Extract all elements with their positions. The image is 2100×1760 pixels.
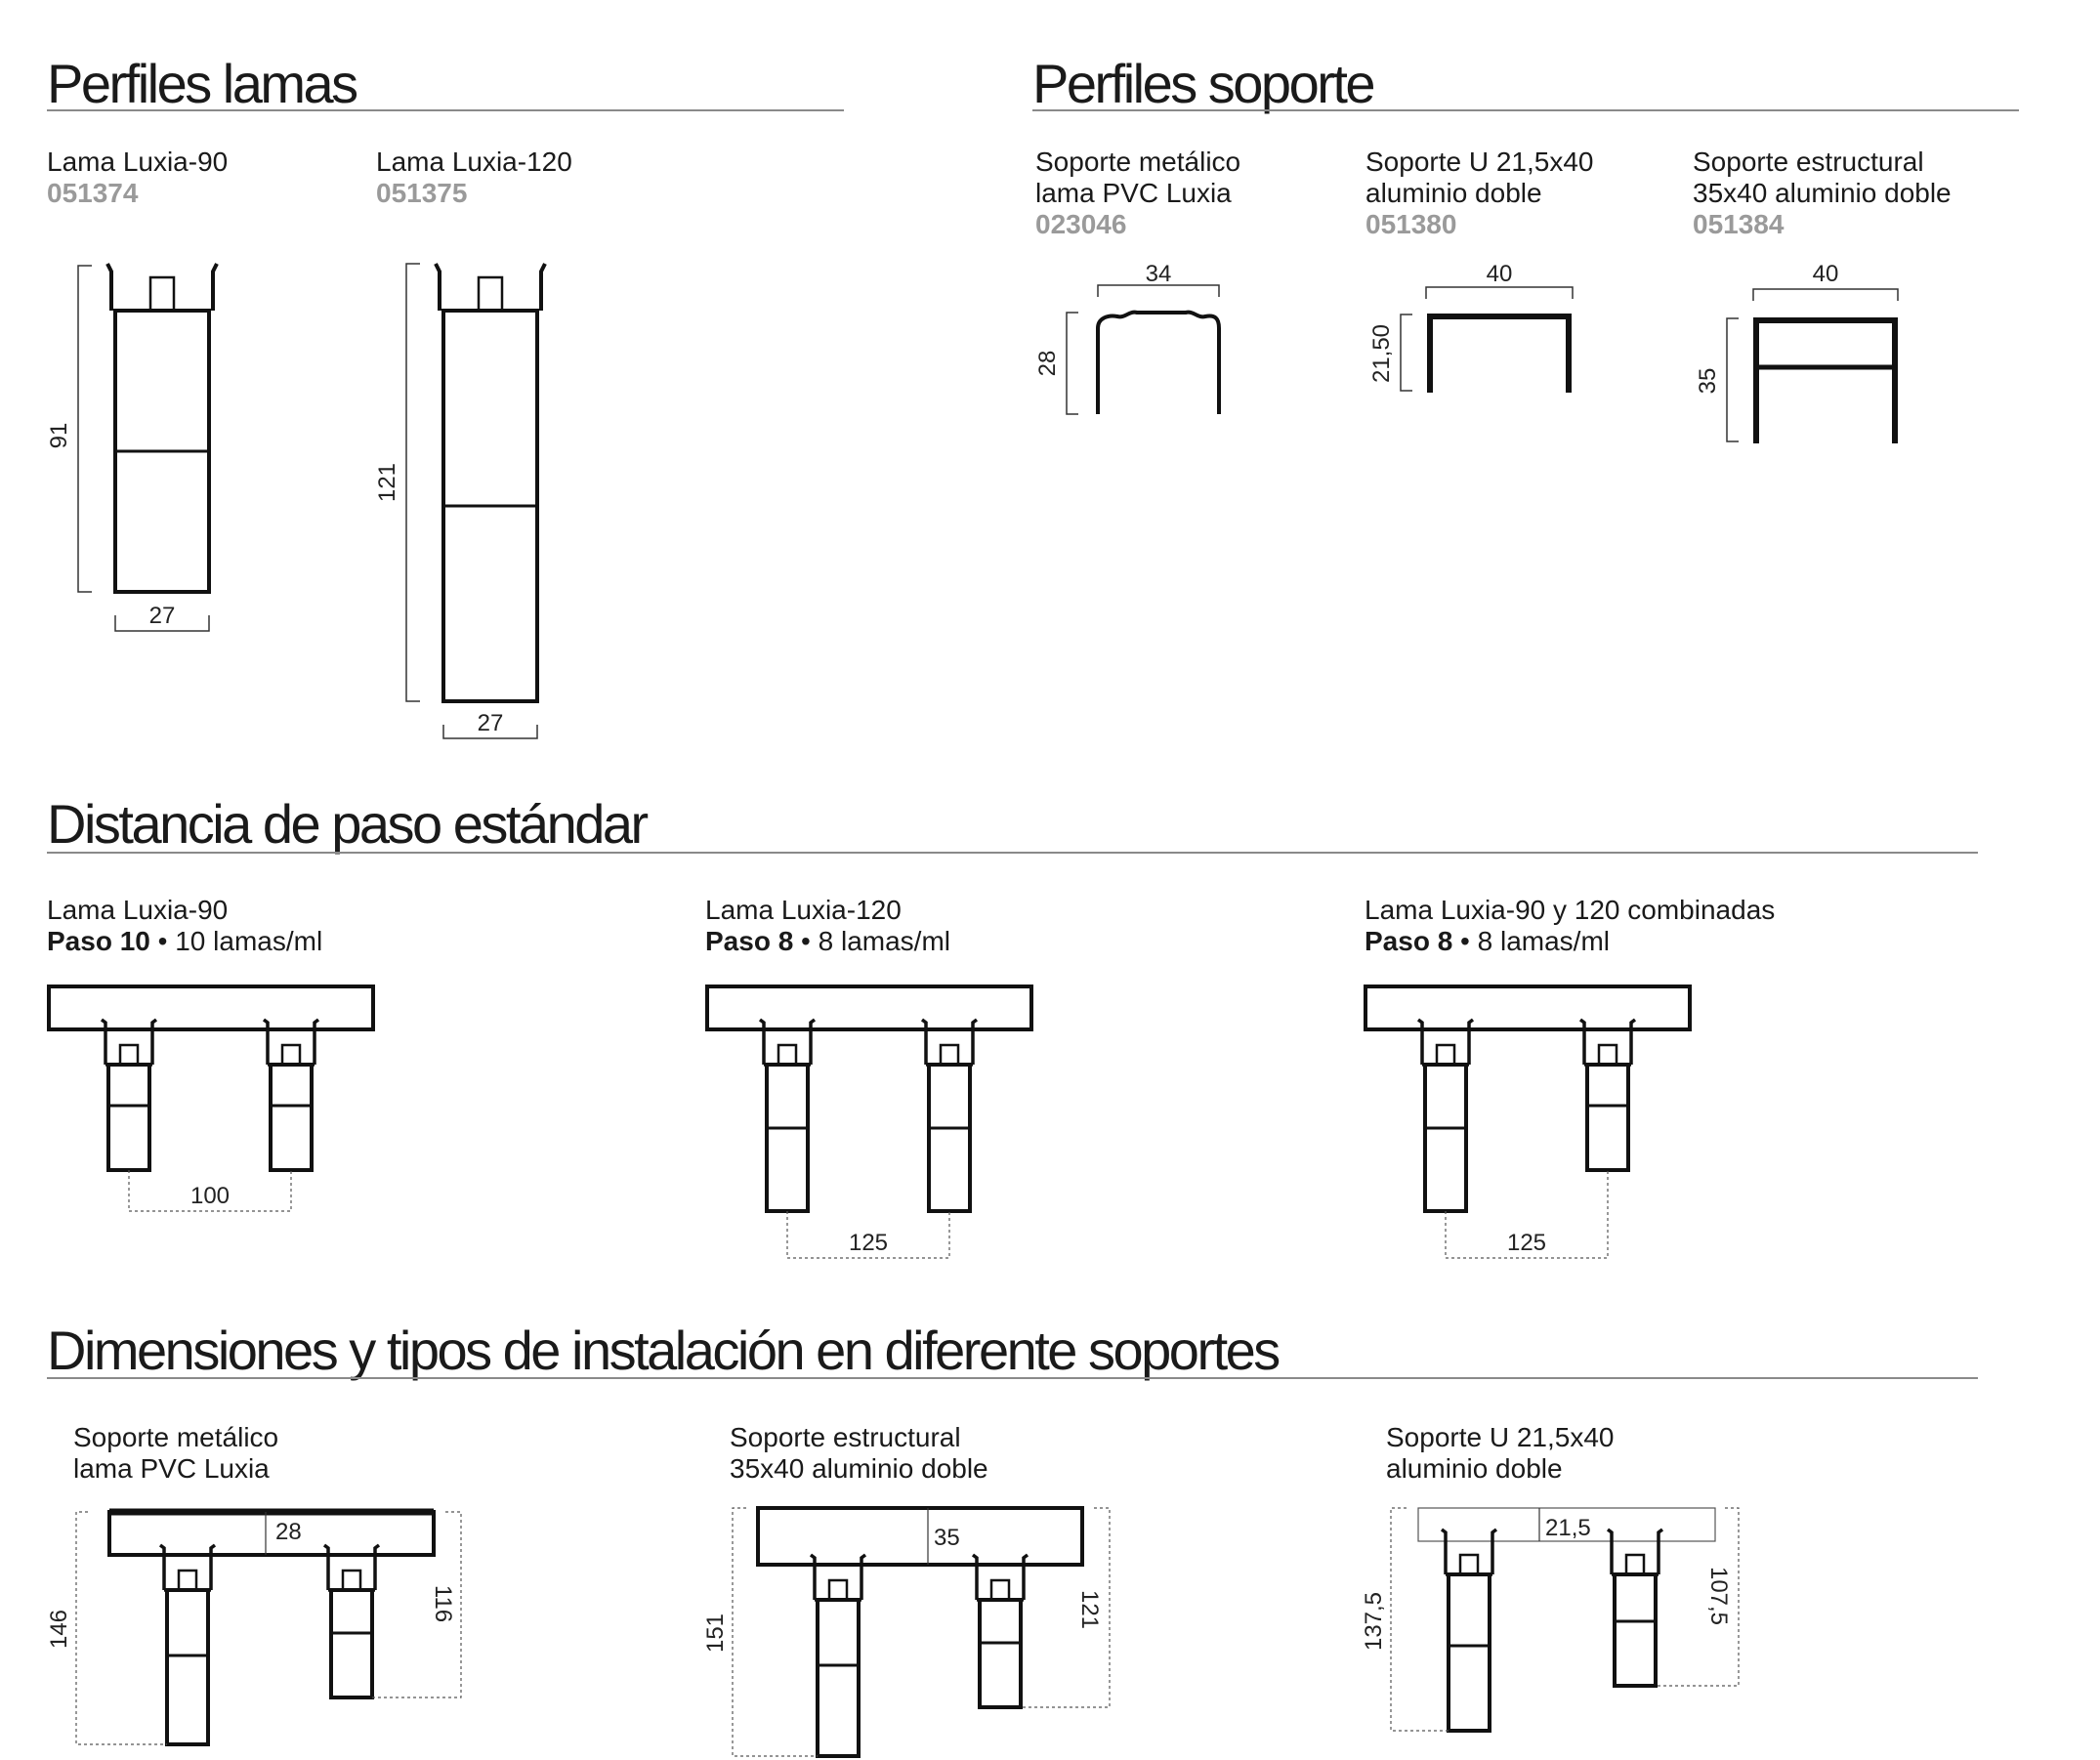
soporte-estructural-height-label: 35 <box>1695 368 1721 395</box>
paso-combo-value: Paso 8 • 8 lamas/ml <box>1365 926 1610 957</box>
paso-120-step: Paso 8 <box>705 926 794 956</box>
dim-metalico-drawing <box>75 1508 462 1746</box>
dim-metalico-left-label: 146 <box>46 1610 72 1649</box>
soporte-u-profile <box>1400 286 1574 393</box>
soporte-estructural-code: 051384 <box>1693 209 1785 239</box>
section-rule <box>1032 109 2019 111</box>
soporte-u-line2: aluminio doble <box>1365 178 1542 208</box>
soporte-metalico-height-label: 28 <box>1034 351 1061 377</box>
lama-90-profile <box>77 263 219 632</box>
section-rule <box>47 109 844 111</box>
paso-combo-drawing <box>1364 985 1692 1259</box>
lama-90-code: 051374 <box>47 178 139 208</box>
soporte-metalico-line2: lama PVC Luxia <box>1035 178 1232 208</box>
dim-u-drawing <box>1390 1507 1740 1733</box>
section-title-distancia-paso: Distancia de paso estándar <box>47 793 649 855</box>
dim-estructural-support-label: 35 <box>934 1525 960 1551</box>
dim-estructural-line1: Soporte estructural <box>730 1422 961 1452</box>
dim-u-support-label: 21,5 <box>1545 1515 1591 1541</box>
paso-90-value: Paso 10 • 10 lamas/ml <box>47 926 322 957</box>
soporte-metalico-width-label: 34 <box>1146 261 1172 287</box>
paso-90-spacing-label: 100 <box>190 1183 230 1209</box>
soporte-estructural-profile <box>1726 288 1899 443</box>
lama-120-width-label: 27 <box>478 710 504 736</box>
paso-combo-name: Lama Luxia-90 y 120 combinadas <box>1365 895 1776 925</box>
soporte-estructural-line1: Soporte estructural <box>1693 147 1924 177</box>
lama-90-name: Lama Luxia-90 <box>47 147 229 177</box>
section-title-perfiles-soporte: Perfiles soporte <box>1032 53 1376 114</box>
lama-90-width-label: 27 <box>149 603 176 629</box>
dim-metalico-right-label: 116 <box>430 1585 456 1622</box>
lama-120-profile <box>405 263 547 739</box>
dim-u-left-label: 137,5 <box>1361 1592 1387 1651</box>
paso-120-drawing <box>705 985 1033 1259</box>
section-title-dimensiones: Dimensiones y tipos de instalación en di… <box>47 1320 1281 1381</box>
paso-combo-step: Paso 8 <box>1365 926 1453 956</box>
dim-estructural-drawing <box>732 1506 1111 1758</box>
paso-120-rest: • 8 lamas/ml <box>793 926 951 956</box>
soporte-u-line1: Soporte U 21,5x40 <box>1365 147 1594 177</box>
paso-combo-rest: • 8 lamas/ml <box>1452 926 1611 956</box>
paso-90-name: Lama Luxia-90 <box>47 895 229 925</box>
soporte-metalico-code: 023046 <box>1035 209 1127 239</box>
dim-u-right-label: 107,5 <box>1705 1567 1732 1625</box>
section-rule <box>47 1377 1978 1379</box>
dim-metalico-support-label: 28 <box>275 1519 302 1545</box>
dim-u-line2: aluminio doble <box>1386 1453 1563 1484</box>
soporte-metalico-line1: Soporte metálico <box>1035 147 1241 177</box>
paso-120-spacing-label: 125 <box>849 1230 888 1256</box>
paso-120-value: Paso 8 • 8 lamas/ml <box>705 926 950 957</box>
dim-estructural-left-label: 151 <box>702 1613 729 1653</box>
lama-120-name: Lama Luxia-120 <box>376 147 572 177</box>
soporte-u-height-label: 21,50 <box>1368 324 1395 383</box>
section-title-perfiles-lamas: Perfiles lamas <box>47 53 358 114</box>
lama-120-height-label: 121 <box>374 463 400 502</box>
dim-estructural-right-label: 121 <box>1076 1590 1103 1629</box>
paso-90-rest: • 10 lamas/ml <box>149 926 323 956</box>
paso-90-step: Paso 10 <box>47 926 150 956</box>
paso-90-drawing <box>47 985 375 1212</box>
section-rule <box>47 852 1978 854</box>
soporte-u-code: 051380 <box>1365 209 1457 239</box>
lama-120-code: 051375 <box>376 178 468 208</box>
dim-metalico-line2: lama PVC Luxia <box>73 1453 270 1484</box>
soporte-estructural-width-label: 40 <box>1813 261 1839 287</box>
dim-u-line1: Soporte U 21,5x40 <box>1386 1422 1615 1452</box>
paso-combo-spacing-label: 125 <box>1507 1230 1546 1256</box>
lama-90-height-label: 91 <box>46 423 72 449</box>
dim-estructural-line2: 35x40 aluminio doble <box>730 1453 988 1484</box>
dim-metalico-line1: Soporte metálico <box>73 1422 279 1452</box>
soporte-u-width-label: 40 <box>1487 261 1513 287</box>
paso-120-name: Lama Luxia-120 <box>705 895 902 925</box>
soporte-metalico-profile <box>1066 284 1221 415</box>
soporte-estructural-line2: 35x40 aluminio doble <box>1693 178 1952 208</box>
